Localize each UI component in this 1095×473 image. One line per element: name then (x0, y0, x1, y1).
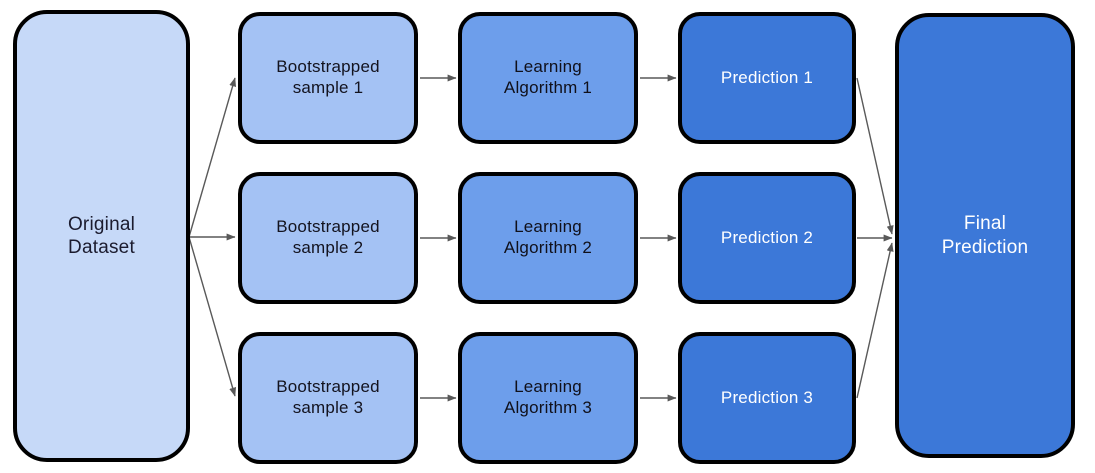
node-learning-algorithm-2[interactable]: Learning Algorithm 2 (458, 172, 638, 304)
edge-prediction-1-to-final (856, 77, 894, 235)
node-prediction-2[interactable]: Prediction 2 (678, 172, 856, 304)
node-prediction-3[interactable]: Prediction 3 (678, 332, 856, 464)
node-bootstrapped-sample-1[interactable]: Bootstrapped sample 1 (238, 12, 418, 144)
node-learning-algorithm-3[interactable]: Learning Algorithm 3 (458, 332, 638, 464)
edge-dataset-to-sample-3 (188, 236, 237, 397)
node-prediction-1[interactable]: Prediction 1 (678, 12, 856, 144)
node-final-prediction[interactable]: Final Prediction (895, 13, 1075, 458)
edge-dataset-to-sample-1 (188, 77, 237, 238)
node-bootstrapped-sample-2[interactable]: Bootstrapped sample 2 (238, 172, 418, 304)
node-bootstrapped-sample-3[interactable]: Bootstrapped sample 3 (238, 332, 418, 464)
node-learning-algorithm-1[interactable]: Learning Algorithm 1 (458, 12, 638, 144)
edge-prediction-3-to-final (856, 242, 894, 399)
node-original-dataset[interactable]: Original Dataset (13, 10, 190, 462)
